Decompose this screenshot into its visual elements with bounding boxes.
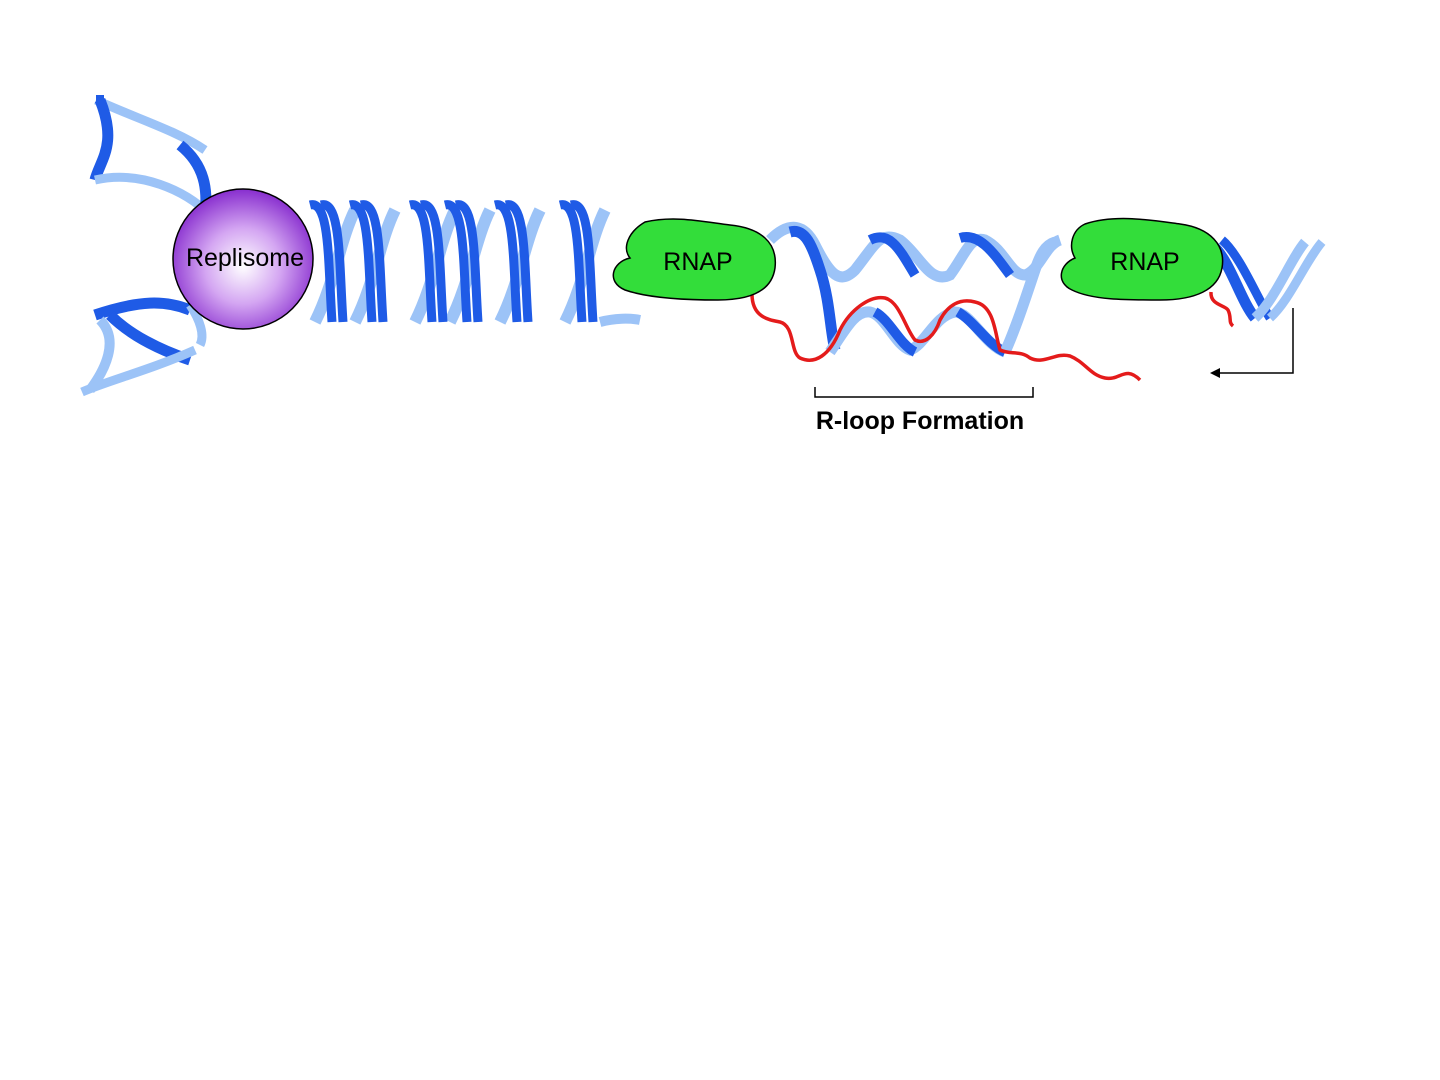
rnap-1: RNAP <box>612 218 776 301</box>
rna-strand-rloop <box>750 293 1142 382</box>
rnap-1-label: RNAP <box>663 248 732 276</box>
r-loop-bracket <box>814 387 1034 398</box>
rnap-2: RNAP <box>1060 217 1224 301</box>
fork-lower-arm <box>80 297 207 397</box>
transcription-direction-arrow <box>1210 308 1294 378</box>
downstream-dna-segment <box>1208 236 1326 322</box>
rna-strand-nascent <box>1209 291 1235 328</box>
rna-transcripts <box>750 291 1235 382</box>
rnap-2-label: RNAP <box>1110 248 1179 276</box>
r-loop-dna-segment <box>766 221 1063 358</box>
r-loop-label: R-loop Formation <box>816 407 1024 435</box>
supercoiled-dna-segment <box>308 200 641 327</box>
replisome: Replisome <box>172 188 314 330</box>
fork-upper-arm <box>89 95 214 219</box>
replisome-label: Replisome <box>186 244 304 272</box>
